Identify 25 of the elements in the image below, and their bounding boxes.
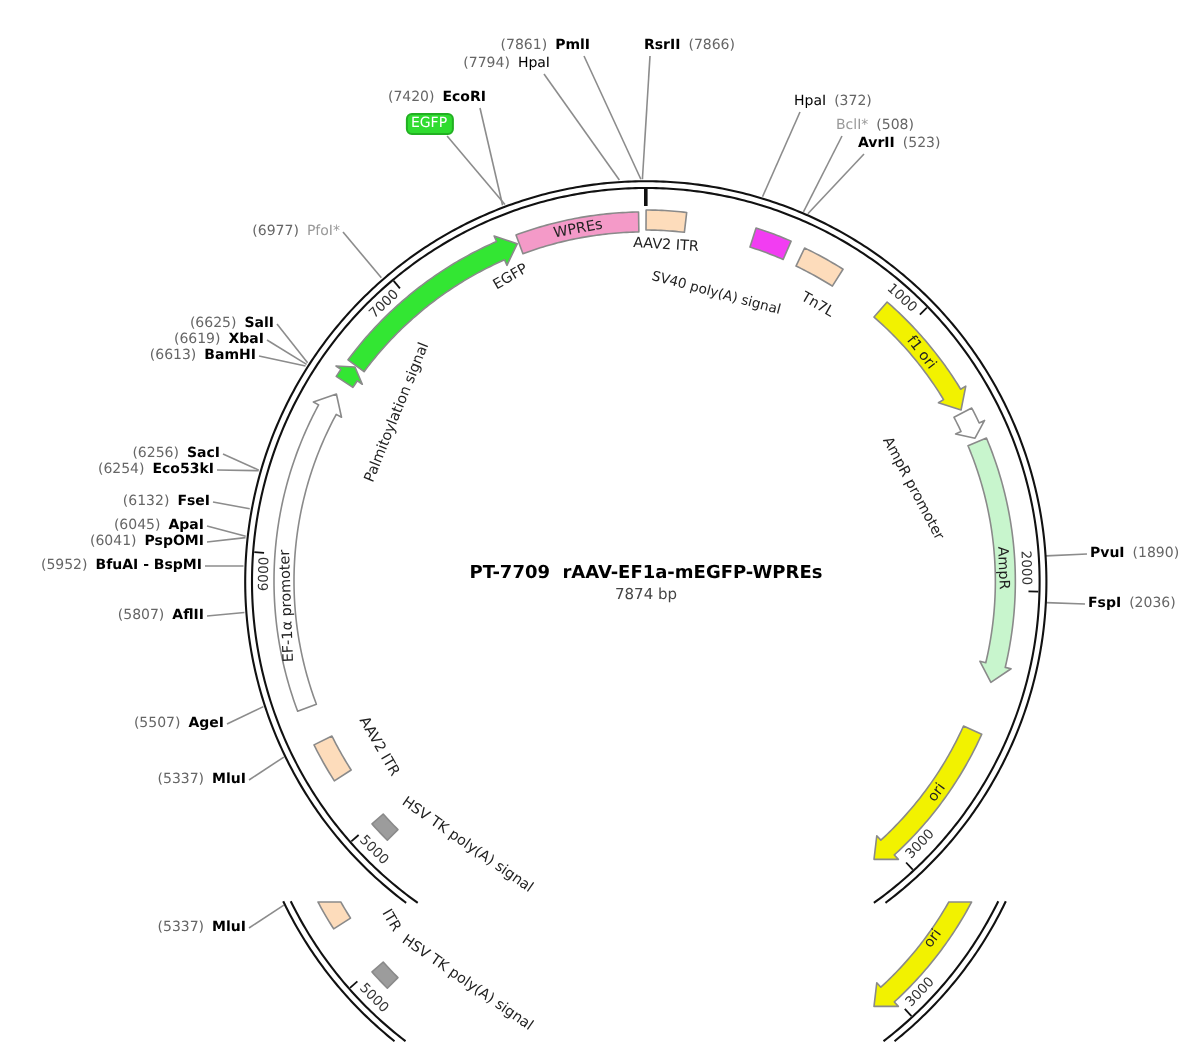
leader-line — [641, 55, 651, 180]
leader-line — [226, 705, 265, 725]
leader-line — [258, 355, 307, 367]
leader-line — [276, 323, 309, 364]
leader-line — [212, 501, 251, 510]
leader-line — [583, 55, 642, 180]
leader-line — [248, 756, 285, 781]
leader-line — [206, 536, 247, 543]
leader-line — [1045, 601, 1086, 605]
leader-line — [342, 231, 383, 279]
leader-line — [204, 565, 245, 567]
leader-line — [479, 107, 504, 207]
leader-line — [206, 525, 247, 538]
leader-line — [1045, 553, 1088, 557]
leader-line — [206, 611, 246, 617]
plasmid-title: PT-7709 rAAV-EF1a-mEGFP-WPREs — [469, 564, 823, 584]
leader-line — [761, 111, 801, 198]
leader-line — [248, 904, 285, 929]
leader-line — [216, 469, 260, 472]
leader-line — [446, 135, 506, 206]
leader-line — [802, 135, 843, 213]
leader-line — [807, 153, 865, 215]
leader-line — [543, 73, 621, 181]
leader-line — [266, 339, 308, 366]
leader-line — [222, 453, 260, 471]
